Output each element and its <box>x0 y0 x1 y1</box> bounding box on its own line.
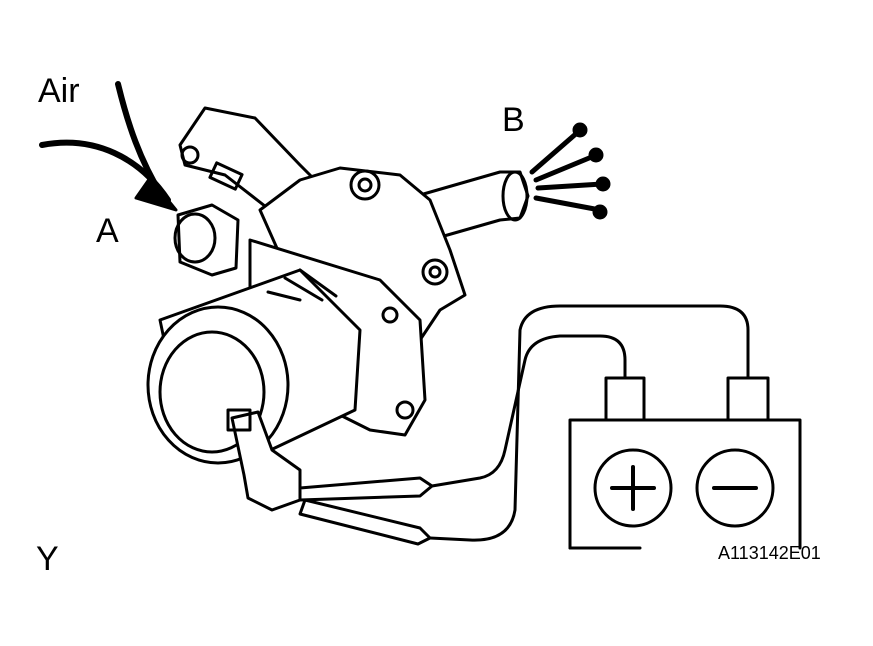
air-label: Air <box>38 72 80 110</box>
battery <box>568 376 802 550</box>
air-spray-lines <box>529 122 611 220</box>
port-b-label: B <box>502 101 525 139</box>
air-pump-assembly <box>146 106 530 512</box>
figure-code: A113142E01 <box>718 543 821 563</box>
positive-terminal-icon <box>610 465 656 511</box>
test-leads <box>298 304 750 546</box>
corner-mark: Y <box>36 540 59 578</box>
air-flow-arrow <box>39 81 178 212</box>
port-a-label: A <box>96 212 119 250</box>
